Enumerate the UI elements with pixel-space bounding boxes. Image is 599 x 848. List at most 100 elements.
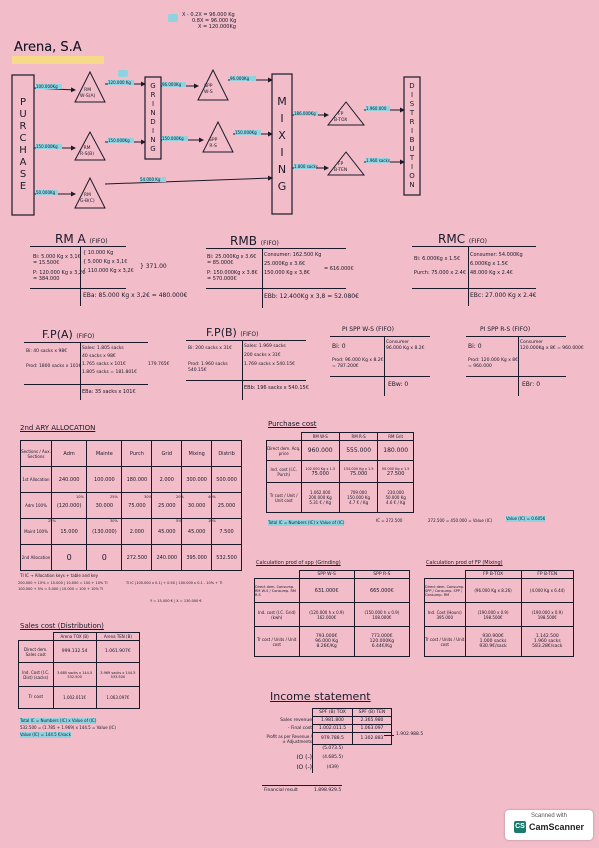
calc-fp-table: FP B-TOX FP B-TEN Direct dem. Consump. S…: [424, 570, 575, 657]
table-row: - Final cost 1.002.011.5 1.063.097: [262, 724, 393, 733]
table-row: Direct dem. Consump. SPP / Consump. SPP …: [424, 578, 575, 603]
purchase-cost-ic: IC = 272.500: [376, 518, 403, 523]
flow-letter: N: [409, 181, 415, 189]
flow-letter: I: [410, 163, 414, 171]
flow-letter: I: [410, 127, 414, 135]
flow-letter: T: [409, 109, 415, 117]
flow-letter: R: [150, 91, 156, 99]
pct-badge: 10%: [76, 495, 84, 499]
pi-spp-rs-ending: EBr: 0: [522, 381, 541, 388]
rm-c-node: RM G-B(C): [80, 193, 95, 204]
table-row: Maint 100% 15.000 (130.000) 2.000 45.000…: [20, 518, 242, 545]
flow-letter: S: [409, 100, 415, 108]
flow-label: 54.000 Kg: [140, 177, 161, 182]
allocation-title: 2nd ARY ALLOCATION: [20, 424, 96, 432]
table-row: RM W-S RM R-S RM Grit: [267, 432, 414, 441]
pi-spp-ws-bi: Bi: 0: [332, 343, 346, 350]
scanner-brand: CamScanner: [528, 822, 585, 832]
rm-c-ending: EBc: 27.000 Kg x 2.4€: [470, 292, 537, 299]
flow-letter: M: [277, 95, 287, 108]
fp-b-title: F.P(B) (FIFO): [206, 326, 259, 339]
rm-b-ending: EBb: 12.400Kg x 3,8 = 52.080€: [264, 293, 359, 300]
rm-a-total: } 371.00: [140, 263, 167, 270]
top-note: X - 0.2X = 96.000 Kg 0.8X = 96.000 Kg X …: [182, 12, 237, 30]
table-row: (5.073.5): [262, 744, 392, 753]
sales-cost-table: Arena TOX (B) Arena TEN (B) Direct dem. …: [18, 632, 141, 709]
flow-label: 50.000Kg: [36, 190, 56, 195]
table-row: SPF (B) TOX SPF (B) TEN: [262, 708, 393, 717]
pct-badge: 40%: [208, 495, 216, 499]
flow-label: 150.000Kg: [235, 130, 257, 135]
title-underline: [12, 56, 104, 64]
fp-b-bi: Bi: 200 sacks x 31€: [188, 346, 232, 351]
flow-letter: D: [409, 82, 415, 90]
flow-letter: N: [277, 163, 287, 176]
sales-cost-title: Sales cost (Distribution): [20, 622, 104, 630]
flow-label: 150.000Kg: [162, 136, 184, 141]
pct-badge: 30%: [110, 519, 118, 523]
table-row: Direct dem. Consump. RM W-S / Consump. R…: [254, 578, 411, 603]
pi-spp-rs-title: PI SPP R-S (FIFO): [480, 326, 531, 333]
flow-letter: T: [409, 154, 415, 162]
table-row: Sales revenue 1.981.800 2.365.980: [262, 716, 393, 725]
financial-result-label: Financial result: [264, 788, 298, 793]
table-row: Adm 100% (120.000) 30.000 75.000 25.000 …: [20, 492, 242, 519]
arrow-icon: [118, 70, 128, 77]
rm-b-bi: Bi: 25.000Kg x 3.6€= 85.000€: [207, 254, 257, 266]
flow-letter: X: [278, 129, 286, 142]
flow-letter: R: [409, 118, 415, 126]
purchase-cost-table: RM W-S RM R-S RM Grit Direct dem. Acq. p…: [266, 432, 414, 513]
pi-spp-ws-prod: Prod: 96.000 Kg x 8.2€= 787.200€: [332, 358, 384, 369]
rm-a-consumption: { 10.000 Kg{ 5.000 Kg x 3,1€{ 110.000 Kg…: [83, 250, 134, 274]
pct-badge: 5%: [176, 519, 182, 523]
allocation-note: 200.000 + 10% = 10.000 | 10.000 = 100 + …: [18, 581, 108, 585]
rm-b-node: RM R-S(B): [80, 146, 95, 157]
table-row: Tr cost 1.002.011€ 1.063.097€: [18, 686, 141, 709]
fp-a-prod: Prod: 1800 sacks x 101€: [26, 364, 82, 369]
table-row: Direct dem. Sales cost 999.132.54 1.061.…: [18, 640, 141, 663]
flow-letter: D: [150, 118, 156, 126]
flow-letter: I: [151, 100, 155, 108]
flow-label: 96.000Kg: [162, 82, 182, 87]
flow-letter: C: [19, 133, 27, 144]
table-row: Arena TOX (B) Arena TEN (B): [19, 632, 141, 641]
flow-letter: N: [150, 109, 156, 117]
income-title: Income statement: [270, 690, 371, 703]
rm-b-title: RMB (FIFO): [230, 234, 279, 248]
table-row: Tr cost / Units / Unit cost 793.000€96.0…: [254, 626, 411, 657]
flow-letter: G: [150, 82, 156, 90]
table-row: Ind. Cost (I.C. Dist) (sacks) 3.685 sack…: [18, 662, 141, 687]
flow-letter: G: [150, 145, 156, 153]
flow-letter: S: [19, 169, 27, 180]
flow-letter: I: [151, 127, 155, 135]
allocation-note: TI IC (100.000 x 0.1) + 0.5X | 100.000 x…: [126, 581, 223, 585]
rm-a-purchase: P: 120.000 Kg x 3,2€= 384.000: [33, 270, 86, 282]
flow-label: 1.960 sacks: [366, 158, 390, 163]
table-row: 2nd Allocation 0 0 272.500 240.000 395.0…: [20, 544, 242, 571]
purchase-cost-result: Value (IC) = 0.6056: [506, 516, 546, 522]
camscanner-icon: CS: [513, 821, 526, 833]
flow-label: 1.960.000: [366, 106, 387, 111]
flow-label: 150.000Kg: [108, 138, 130, 143]
table-row: Profit as per Revenue / ± Adjustments 97…: [262, 732, 393, 745]
table-row: FP B-TOX FP B-TEN: [425, 570, 575, 579]
flow-letter: U: [19, 109, 27, 120]
table-row: IO (-) (439): [262, 762, 392, 773]
flow-letter: G: [277, 180, 287, 193]
flow-label: 96.000Kg: [230, 76, 250, 81]
pct-badge: 25%: [48, 519, 56, 523]
pi-spp-rs-bi: Bi: 0: [468, 343, 482, 350]
allocation-table: Sections / Aux. Sections Adm Mainte Purc…: [20, 440, 242, 571]
flow-letter: P: [19, 97, 27, 108]
flow-label: 120.000 Kg: [108, 80, 131, 85]
table-row: SPP W-S SPP R-S: [255, 570, 411, 579]
fp-b-ending: EBb: 196 sacks x 540.15€: [244, 385, 309, 391]
flow-letter: B: [409, 136, 415, 144]
